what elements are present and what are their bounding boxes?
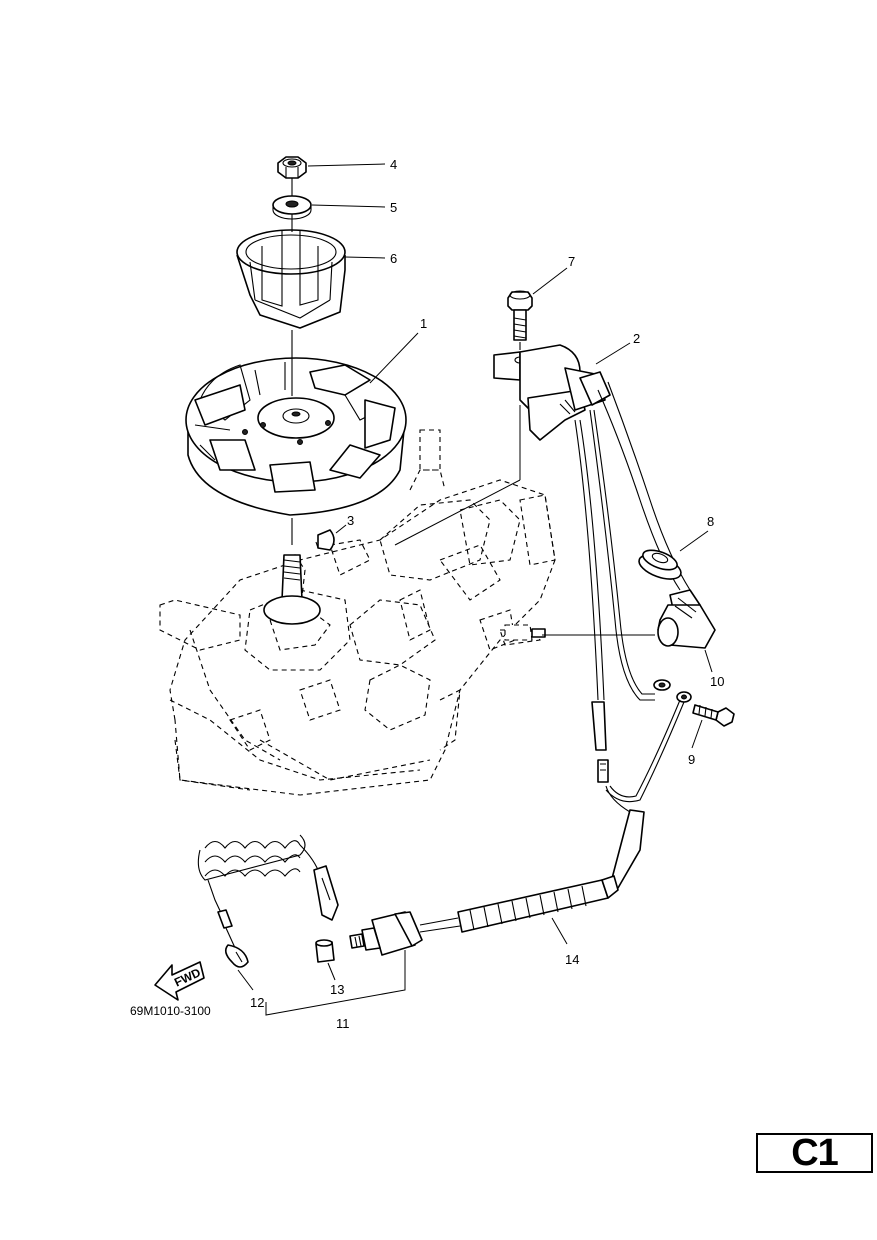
callout-8: 8 [707,514,714,529]
callout-14: 14 [565,952,579,967]
spark-plug [504,624,546,641]
woodruff-key [315,529,335,551]
flywheel-magneto [185,357,407,516]
switch-lead-tube [419,875,619,933]
coil-ground-wires [574,409,655,701]
engine-block [159,429,556,796]
switch-lead-wires [605,699,685,889]
page-label: C1 [791,1132,839,1174]
nut [277,156,307,179]
drawing-code: 69M1010-3100 [130,1004,211,1018]
callout-13: 13 [330,982,344,997]
starter-pulley [236,229,346,329]
callout-10: 10 [710,674,724,689]
callout-11: 11 [336,1016,350,1031]
connector-a [591,701,607,751]
crankshaft-end [263,554,321,625]
bolt [507,290,533,350]
callout-labels: 4 5 6 1 2 3 7 8 10 9 14 12 13 11 [250,157,724,1031]
switch-cap [315,939,335,963]
callout-12: 12 [250,995,264,1010]
spark-plug-cap [657,589,716,649]
grommet [638,549,682,580]
page-label-box: C1 [756,1133,873,1173]
engine-stop-switch [349,911,423,956]
callout-1: 1 [420,316,427,331]
callout-9: 9 [688,752,695,767]
fwd-direction-arrow: FWD [154,961,205,1001]
callout-6: 6 [390,251,397,266]
leader-lines [237,163,713,1016]
callout-5: 5 [390,200,397,215]
ground-terminal [653,679,692,703]
ground-bolt [692,704,735,727]
lanyard-coil-cord [197,834,339,968]
connector-b [597,759,609,783]
callout-4: 4 [390,157,397,172]
callout-3: 3 [347,513,354,528]
ignition-coil [493,344,611,441]
callout-7: 7 [568,254,575,269]
callout-2: 2 [633,331,640,346]
